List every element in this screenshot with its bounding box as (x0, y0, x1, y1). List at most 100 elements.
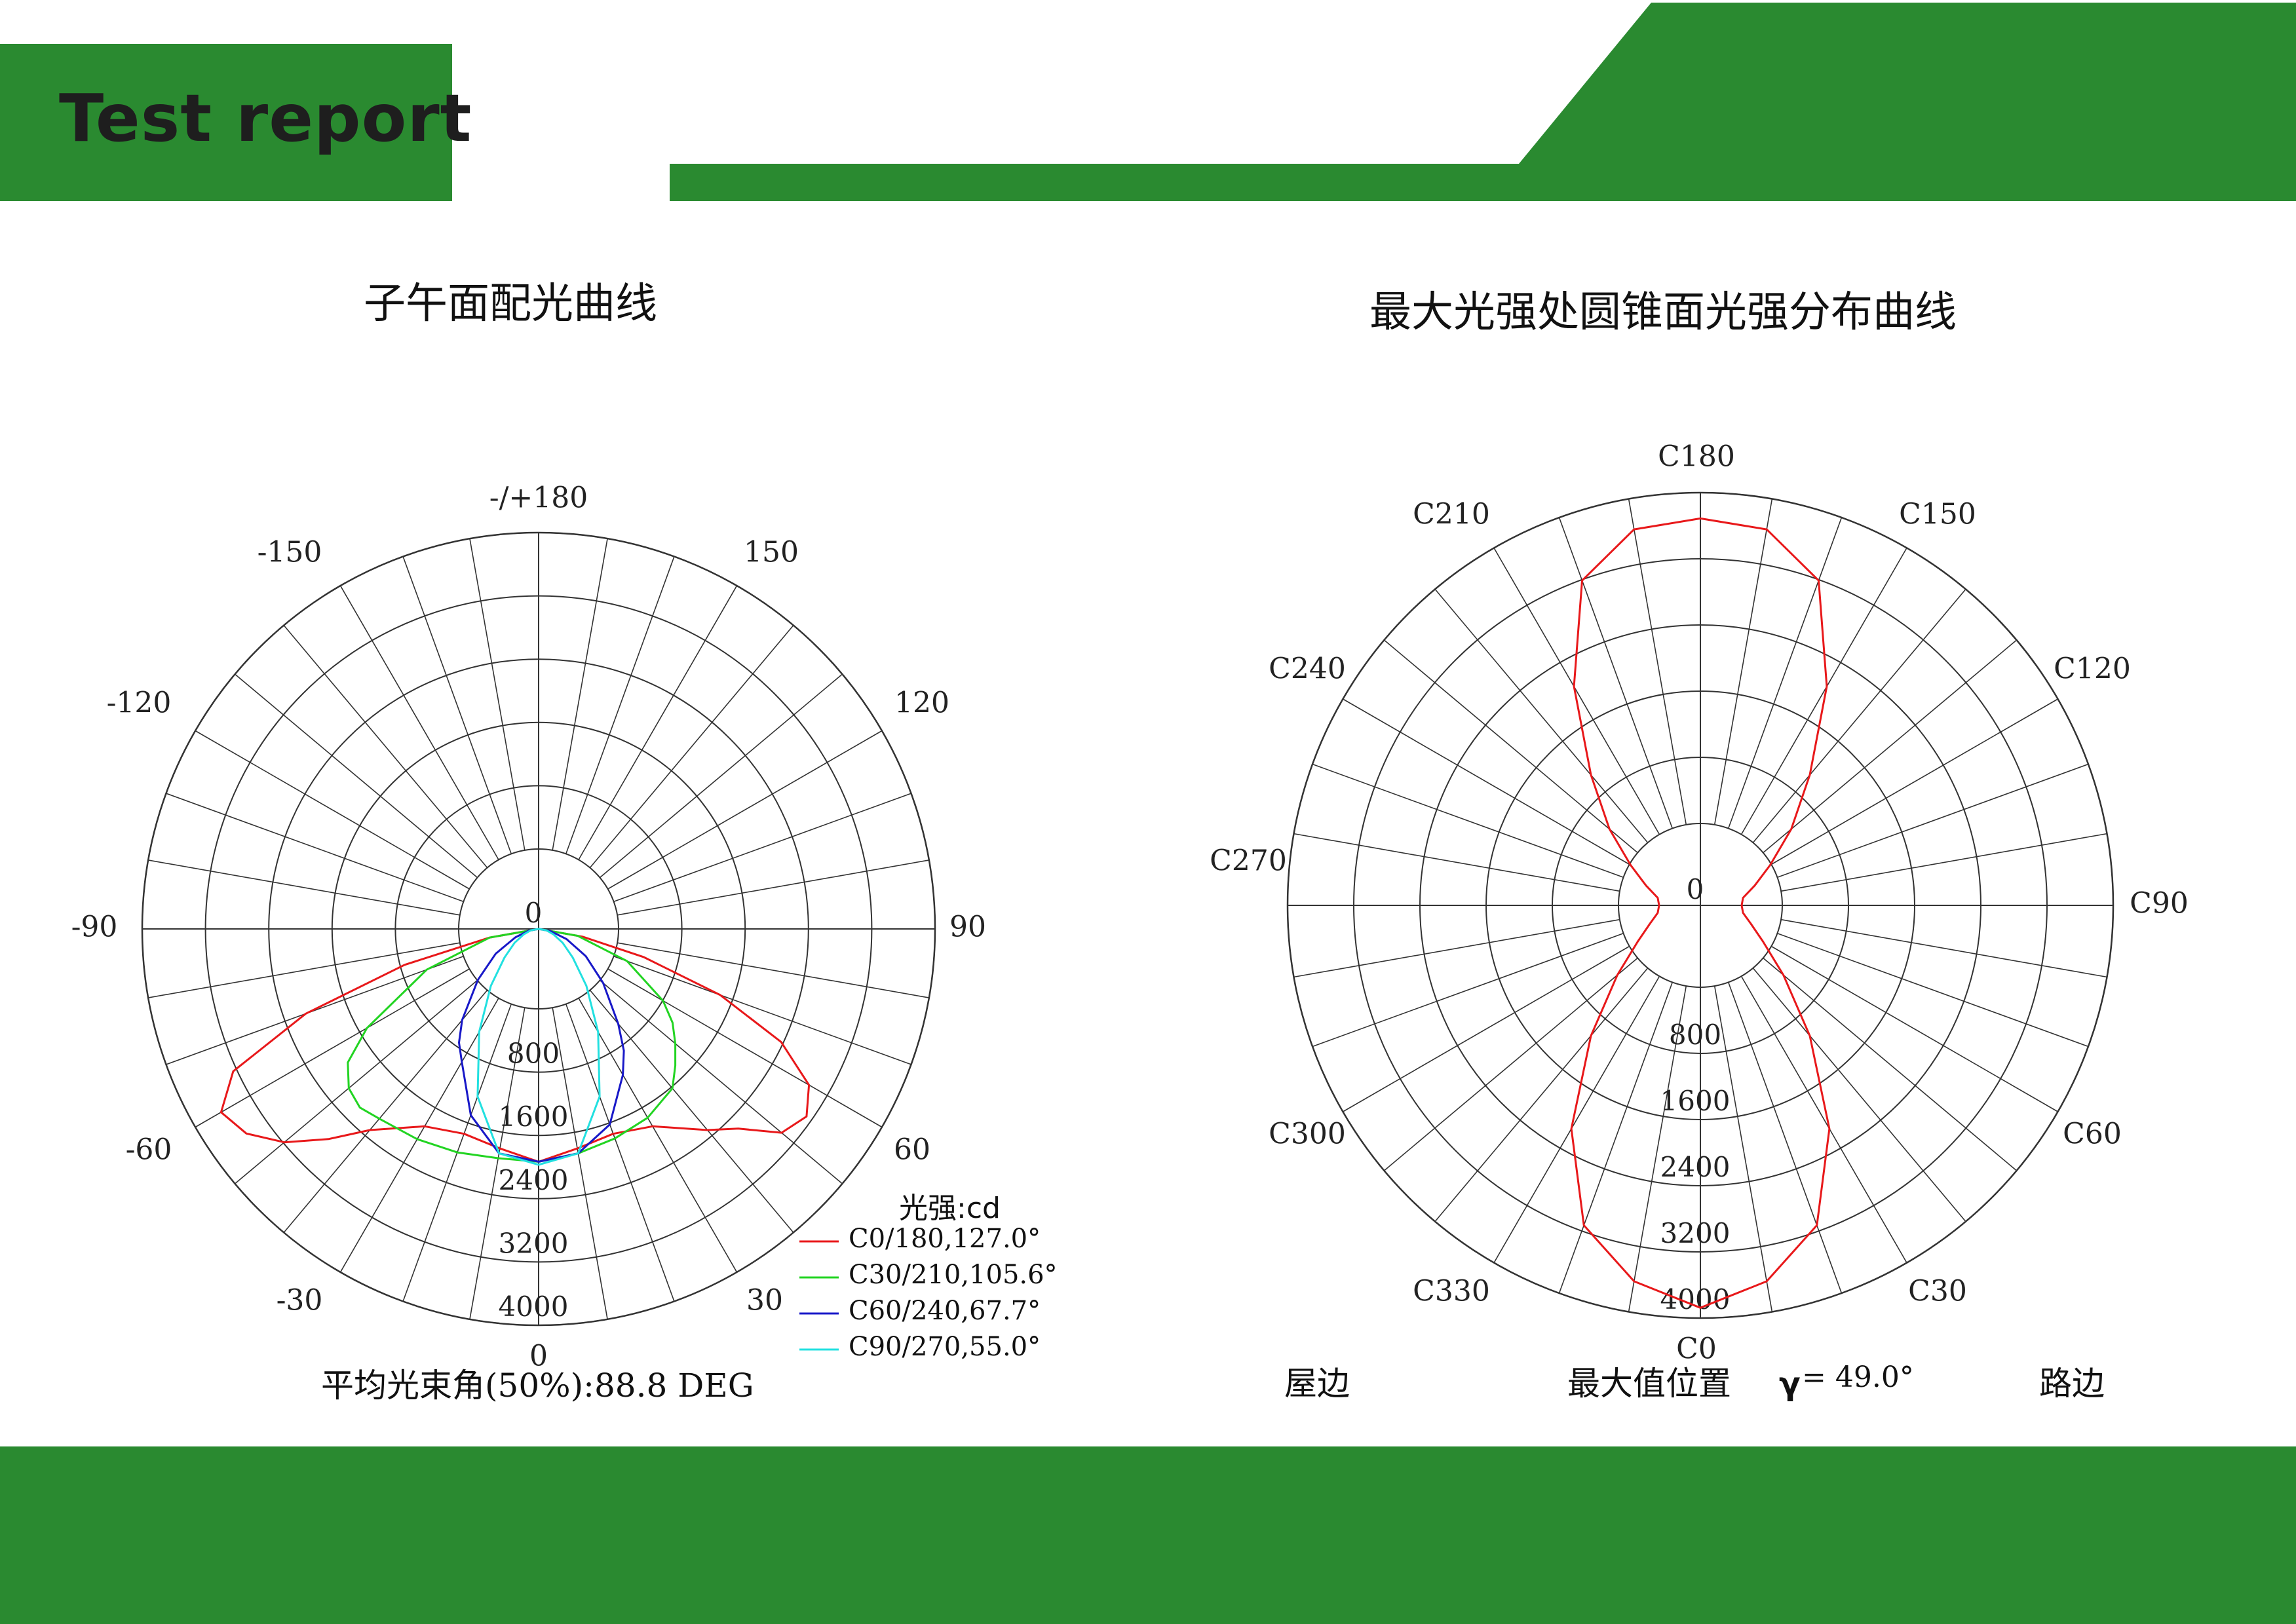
angle-label: C30 (1908, 1275, 1967, 1308)
grid-spoke (1558, 982, 1673, 1294)
radial-tick-label: 1600 (499, 1101, 569, 1133)
radial-tick-label: 2400 (499, 1164, 569, 1196)
radial-tick-label: 0 (1687, 873, 1704, 905)
angle-label: C300 (1269, 1118, 1346, 1151)
radial-tick-label: 1600 (1660, 1085, 1731, 1117)
angle-label: C150 (1899, 498, 1976, 531)
gamma-value: = 49.0° (1802, 1361, 1914, 1394)
grid-spoke (235, 979, 478, 1184)
grid-spoke (1558, 517, 1673, 829)
grid-spoke (565, 556, 675, 854)
legend-entry-c90: C90/270,55.0° (849, 1332, 1041, 1362)
grid-spoke (1312, 763, 1624, 878)
legend (799, 1240, 839, 1351)
left-chart-title: 子午面配光曲线 (364, 280, 657, 328)
angle-label: -/+180 (489, 482, 588, 515)
angle-label: C0 (1676, 1332, 1717, 1366)
beam-angle-value: (50%):88.8 DEG (485, 1367, 754, 1405)
angle-label: 0 (529, 1340, 548, 1373)
angle-label: -150 (258, 536, 322, 569)
angle-label: 60 (894, 1133, 930, 1167)
grid-spoke (1383, 957, 1638, 1171)
angle-label: C90 (2130, 887, 2189, 920)
grid-spoke (1293, 918, 1620, 978)
grid-spoke (613, 955, 911, 1065)
grid-spoke (402, 556, 512, 854)
grid-spoke (578, 585, 738, 860)
legend-entry-c0: C0/180,127.0° (849, 1224, 1041, 1254)
radial-tick-label: 4000 (499, 1291, 569, 1323)
cone-polar-chart: 08001600240032004000C0C30C60C90C120C150C… (1210, 440, 2189, 1366)
grid-spoke (469, 1008, 526, 1319)
angle-label: C270 (1210, 844, 1287, 878)
grid-spoke (1763, 957, 2018, 1171)
grid-spoke (599, 979, 843, 1184)
angle-label: -30 (277, 1284, 323, 1317)
grid-spoke (166, 793, 464, 903)
grid-spoke (1383, 639, 1638, 854)
grid-spoke (1628, 985, 1687, 1312)
angle-label: C330 (1413, 1275, 1490, 1308)
grid-spoke (1493, 975, 1660, 1263)
angle-label: C60 (2063, 1118, 2122, 1151)
radial-tick-label: 4000 (1660, 1283, 1731, 1315)
cone-curve-0 (1570, 517, 1831, 1309)
grid-spoke (1434, 968, 1649, 1222)
angle-label: C240 (1269, 652, 1346, 686)
legend-entry-c60: C60/240,67.7° (849, 1296, 1041, 1326)
grid-spoke (283, 625, 488, 869)
road-side-label: 路边 (2039, 1365, 2105, 1403)
grid-spoke (607, 730, 883, 890)
grid-spoke (283, 989, 488, 1233)
angle-label: 90 (949, 911, 986, 944)
grid-spoke (617, 942, 929, 998)
grid-spoke (1713, 985, 1773, 1312)
header-title: Test report (59, 80, 472, 157)
grid-spoke (1628, 499, 1687, 825)
grid-spoke (552, 538, 608, 850)
grid-spoke (1780, 833, 2107, 892)
grid-spoke (1713, 499, 1773, 825)
angle-label: C210 (1413, 498, 1490, 531)
grid-spoke (1777, 763, 2089, 878)
legend-unit-label: 光强:cd (899, 1192, 1001, 1225)
angle-label: -60 (126, 1133, 172, 1167)
grid-spoke (1434, 588, 1649, 843)
grid-spoke (1343, 945, 1630, 1112)
radial-tick-label: 3200 (1660, 1217, 1731, 1249)
grid-spoke (469, 538, 526, 850)
grid-spoke (1493, 548, 1660, 835)
grid-spoke (617, 859, 929, 916)
grid-spoke (148, 859, 460, 916)
grid-spoke (565, 1004, 675, 1302)
max-position-label: 最大值位置 (1567, 1365, 1731, 1403)
grid-spoke (1777, 933, 2089, 1048)
grid-spoke (1752, 968, 1966, 1222)
angle-label: 120 (894, 687, 949, 720)
angle-label: C120 (2054, 652, 2131, 686)
grid-spoke (1752, 588, 1966, 843)
footer-band (0, 1446, 2296, 1624)
grid-spoke (195, 968, 470, 1128)
radial-tick-label: 2400 (1660, 1151, 1731, 1183)
legend-entry-c30: C30/210,105.6° (849, 1260, 1058, 1290)
grid-spoke (578, 998, 738, 1273)
radial-tick-label: 0 (525, 897, 543, 929)
grid-spoke (607, 968, 883, 1128)
house-side-label: 屋边 (1284, 1365, 1350, 1403)
beam-angle-label: 平均光束角 (321, 1367, 485, 1405)
grid-spoke (1293, 833, 1620, 892)
grid-spoke (1312, 933, 1624, 1048)
grid-spoke (589, 989, 794, 1233)
grid-spoke (166, 955, 464, 1065)
grid-spoke (1780, 918, 2107, 978)
grid-spoke (1728, 517, 1843, 829)
angle-label: C180 (1658, 440, 1735, 474)
radial-tick-label: 800 (1669, 1019, 1721, 1051)
beam-angle-caption: 平均光束角(50%):88.8 DEG (321, 1359, 754, 1407)
grid-spoke (1763, 639, 2018, 854)
grid-spoke (613, 793, 911, 903)
angle-label: 30 (746, 1284, 783, 1317)
header-band (670, 3, 2296, 201)
